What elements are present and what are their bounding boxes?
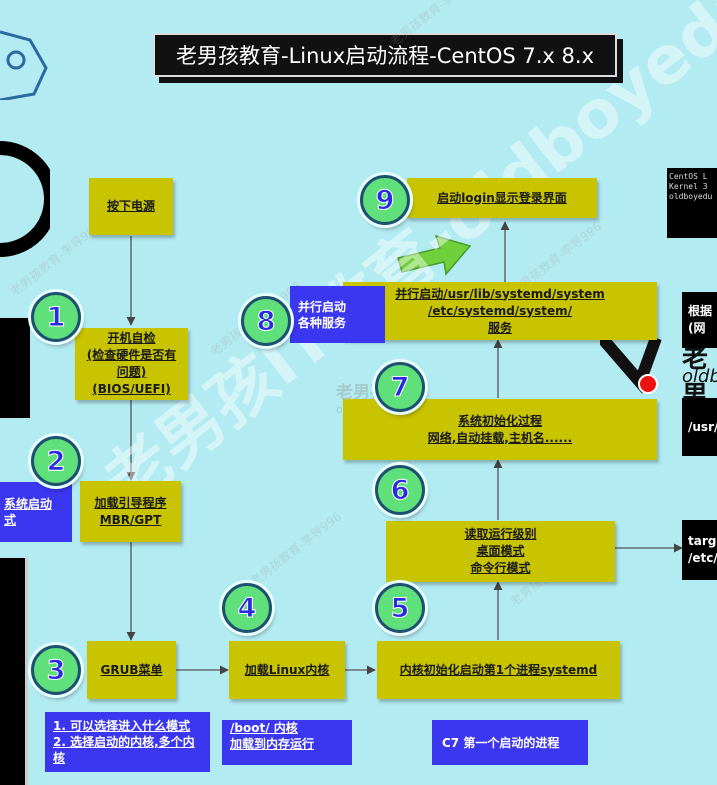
step-number-3: 3	[31, 645, 81, 695]
step-number-6: 6	[375, 465, 425, 515]
left-black-panel-bottom	[0, 558, 28, 785]
step-number-8: 8	[241, 296, 291, 346]
page-title: 老男孩教育-Linux启动流程-CentOS 7.x 8.x	[153, 33, 617, 77]
step-power-on: 按下电源	[89, 178, 173, 235]
step-runlevel: 读取运行级别 桌面模式 命令行模式	[386, 521, 615, 582]
step-number-4: 4	[222, 583, 272, 633]
step-number-9: 9	[360, 175, 410, 225]
step-number-1: 1	[31, 292, 81, 342]
step-bootloader: 加载引导程序 MBR/GPT	[80, 481, 181, 542]
step-number-5: 5	[375, 583, 425, 633]
step-load-kernel: 加载Linux内核	[229, 641, 345, 699]
step-login: 启动login显示登录界面	[407, 178, 597, 218]
right-box-rule: 根据 (网	[682, 292, 717, 348]
left-black-panel-top	[0, 318, 30, 418]
logo-v-mark	[600, 334, 662, 394]
step-sysinit: 系统初始化过程 网络,自动挂载,主机名......	[343, 399, 657, 460]
note-c7-first-process: C7 第一个启动的进程	[432, 720, 588, 765]
right-box-target: targ /etc/	[682, 520, 717, 580]
decorative-black-arc	[0, 141, 50, 257]
terminal-snippet: CentOS L Kernel 3 oldboyedu	[667, 168, 717, 238]
step-start-services: 并行启动/usr/lib/systemd/system /etc/systemd…	[343, 282, 657, 340]
decorative-ring-shape	[0, 30, 48, 100]
green-arrow-shape	[397, 234, 472, 276]
step-systemd: 内核初始化启动第1个进程systemd	[377, 641, 620, 699]
step-post: 开机自检 (检查硬件是否有 问题) (BIOS/UEFI)	[75, 328, 188, 400]
right-box-usr: /usr/	[682, 398, 717, 456]
step-grub-menu: GRUB菜单	[87, 641, 176, 699]
logo-en-text: oldb	[682, 366, 717, 387]
note-kernel-load: /boot/ 内核 加载到内存运行	[222, 720, 352, 765]
step-number-2: 2	[31, 436, 81, 486]
step-number-7: 7	[375, 362, 425, 412]
note-left-system-boot: 系统启动 式	[0, 482, 72, 542]
note-parallel-services: 并行启动 各种服务	[290, 286, 385, 343]
note-grub-options: 1. 可以选择进入什么模式 2. 选择启动的内核,多个内 核	[45, 712, 210, 772]
